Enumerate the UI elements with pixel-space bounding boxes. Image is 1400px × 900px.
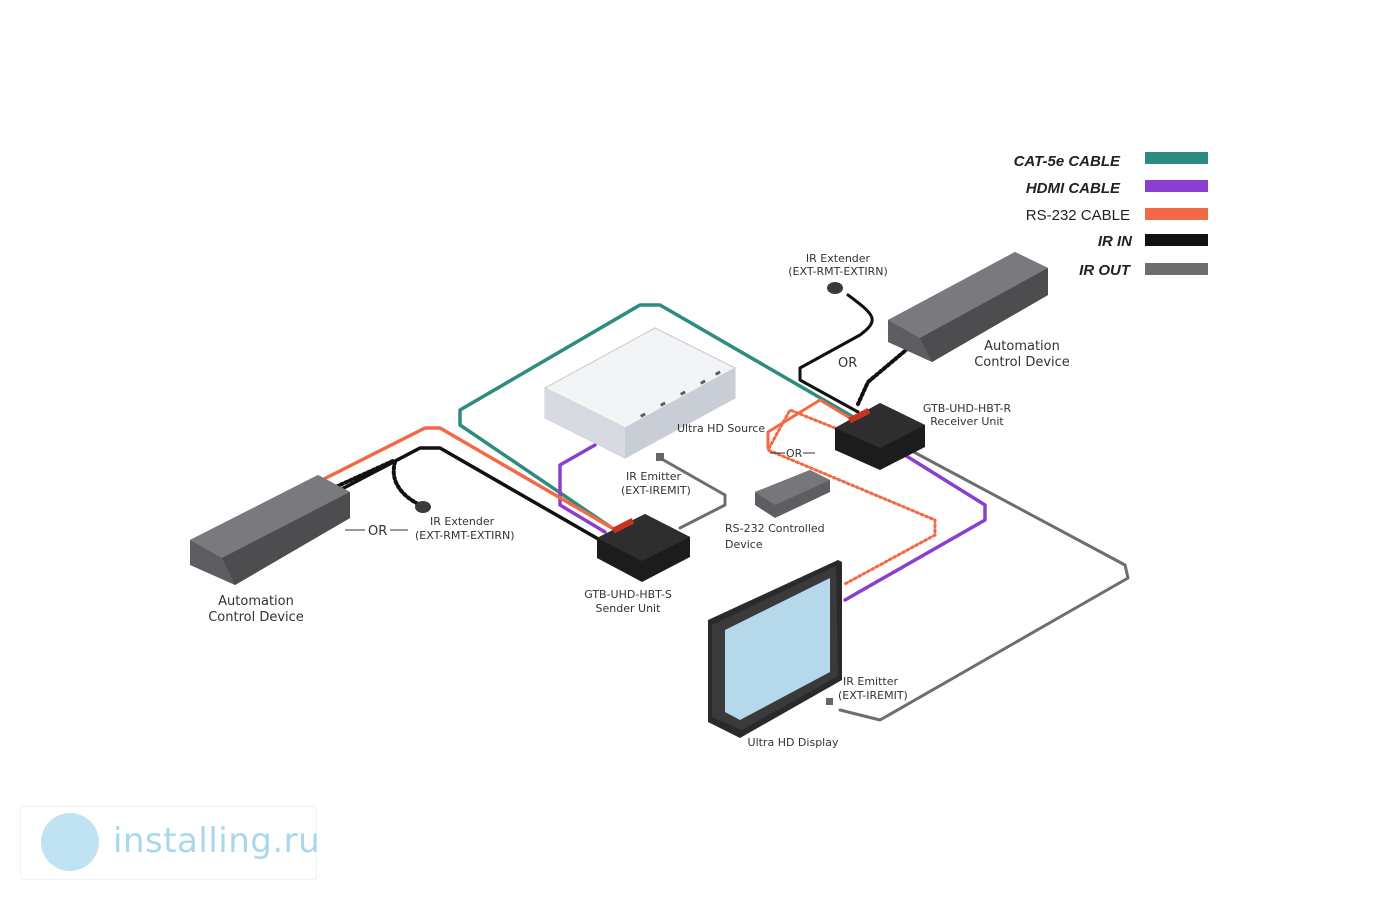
sender-model: GTB-UHD-HBT-S <box>584 588 672 601</box>
legend-label-rs232: RS-232 CABLE <box>1026 207 1130 224</box>
source-label: Ultra HD Source <box>677 422 765 435</box>
receiver-unit: GTB-UHD-HBT-R Receiver Unit <box>835 402 1011 470</box>
automation-right-line2: Control Device <box>974 355 1070 370</box>
rs232-controlled-device: RS-232 Controlled Device <box>725 470 830 551</box>
ultra-hd-display: Ultra HD Display <box>708 560 842 749</box>
receiver-name: Receiver Unit <box>930 415 1004 428</box>
legend-label-ir-out: IR OUT <box>1079 262 1132 279</box>
ir-emitter-source-icon <box>656 453 664 461</box>
ir-emitter-display-name: IR Emitter <box>843 675 898 688</box>
rs232-device-line2: Device <box>725 538 763 551</box>
receiver-model: GTB-UHD-HBT-R <box>923 402 1012 415</box>
ir-extender-left-name: IR Extender <box>430 515 495 528</box>
cat5e-cable <box>458 303 857 530</box>
automation-left-line2: Control Device <box>208 610 304 625</box>
ir-extender-left-model: (EXT-RMT-EXTIRN) <box>415 529 515 542</box>
automation-device-left: Automation Control Device <box>190 475 350 625</box>
ultra-hd-source: Ultra HD Source <box>543 327 765 459</box>
watermark: installing.ru <box>20 806 321 880</box>
ir-extender-left: OR IR Extender (EXT-RMT-EXTIRN) <box>345 501 515 542</box>
ir-extender-right-name: IR Extender <box>806 252 871 265</box>
rs232-cable-right <box>766 398 852 450</box>
legend-label-cat5e: CAT-5e CABLE <box>1014 153 1121 170</box>
ir-out-cable-source <box>658 456 727 530</box>
ir-in-alt-right <box>856 343 914 406</box>
ir-extender-left-icon <box>415 501 431 513</box>
ir-extender-right-icon <box>827 282 843 294</box>
legend-label-ir-in: IR IN <box>1098 233 1133 250</box>
automation-right-line1: Automation <box>984 339 1060 354</box>
legend-swatch-rs232 <box>1145 208 1208 220</box>
legend-label-hdmi: HDMI CABLE <box>1026 180 1121 197</box>
watermark-logo-icon <box>41 813 99 871</box>
legend-swatch-cat5e <box>1145 152 1208 164</box>
ir-extender-right: IR Extender (EXT-RMT-EXTIRN) OR <box>788 252 888 371</box>
ir-emitter-source-name: IR Emitter <box>626 470 681 483</box>
sender-unit: GTB-UHD-HBT-S Sender Unit <box>584 514 690 615</box>
automation-left-line1: Automation <box>218 594 294 609</box>
display-screen <box>725 578 830 720</box>
ir-out-cable-display <box>838 448 1130 722</box>
sender-name: Sender Unit <box>596 602 662 615</box>
ir-emitter-display-model: (EXT-IREMIT) <box>838 689 908 702</box>
rs232-alt-display <box>766 408 937 587</box>
display-label: Ultra HD Display <box>748 736 839 749</box>
ir-in-cable-right <box>798 293 874 414</box>
watermark-text: installing.ru <box>113 821 321 861</box>
hdmi-cable-display <box>843 450 987 602</box>
legend-swatch-hdmi <box>1145 180 1208 192</box>
legend: CAT-5e CABLE HDMI CABLE RS-232 CABLE IR … <box>1014 152 1208 279</box>
ir-emitter-display: IR Emitter (EXT-IREMIT) <box>826 675 908 705</box>
automation-device-right: Automation Control Device <box>888 252 1070 370</box>
rs232-device-line1: RS-232 Controlled <box>725 522 825 535</box>
ir-emitter-display-icon <box>826 698 833 705</box>
or-label-left: OR <box>368 524 387 539</box>
legend-swatch-ir-out <box>1145 263 1208 275</box>
legend-swatch-ir-in <box>1145 234 1208 246</box>
rs232-cable-left <box>316 426 614 530</box>
or-label-right: OR <box>838 356 857 371</box>
or-middle: OR <box>770 447 815 460</box>
hdmi-cable-source <box>558 443 607 534</box>
ir-emitter-source-model: (EXT-IREMIT) <box>621 484 691 497</box>
ir-emitter-source: IR Emitter (EXT-IREMIT) <box>621 453 691 497</box>
receiver-logo <box>848 408 871 424</box>
sender-logo <box>612 518 635 534</box>
ir-extender-right-model: (EXT-RMT-EXTIRN) <box>788 265 888 278</box>
or-label-middle: OR <box>786 447 803 460</box>
